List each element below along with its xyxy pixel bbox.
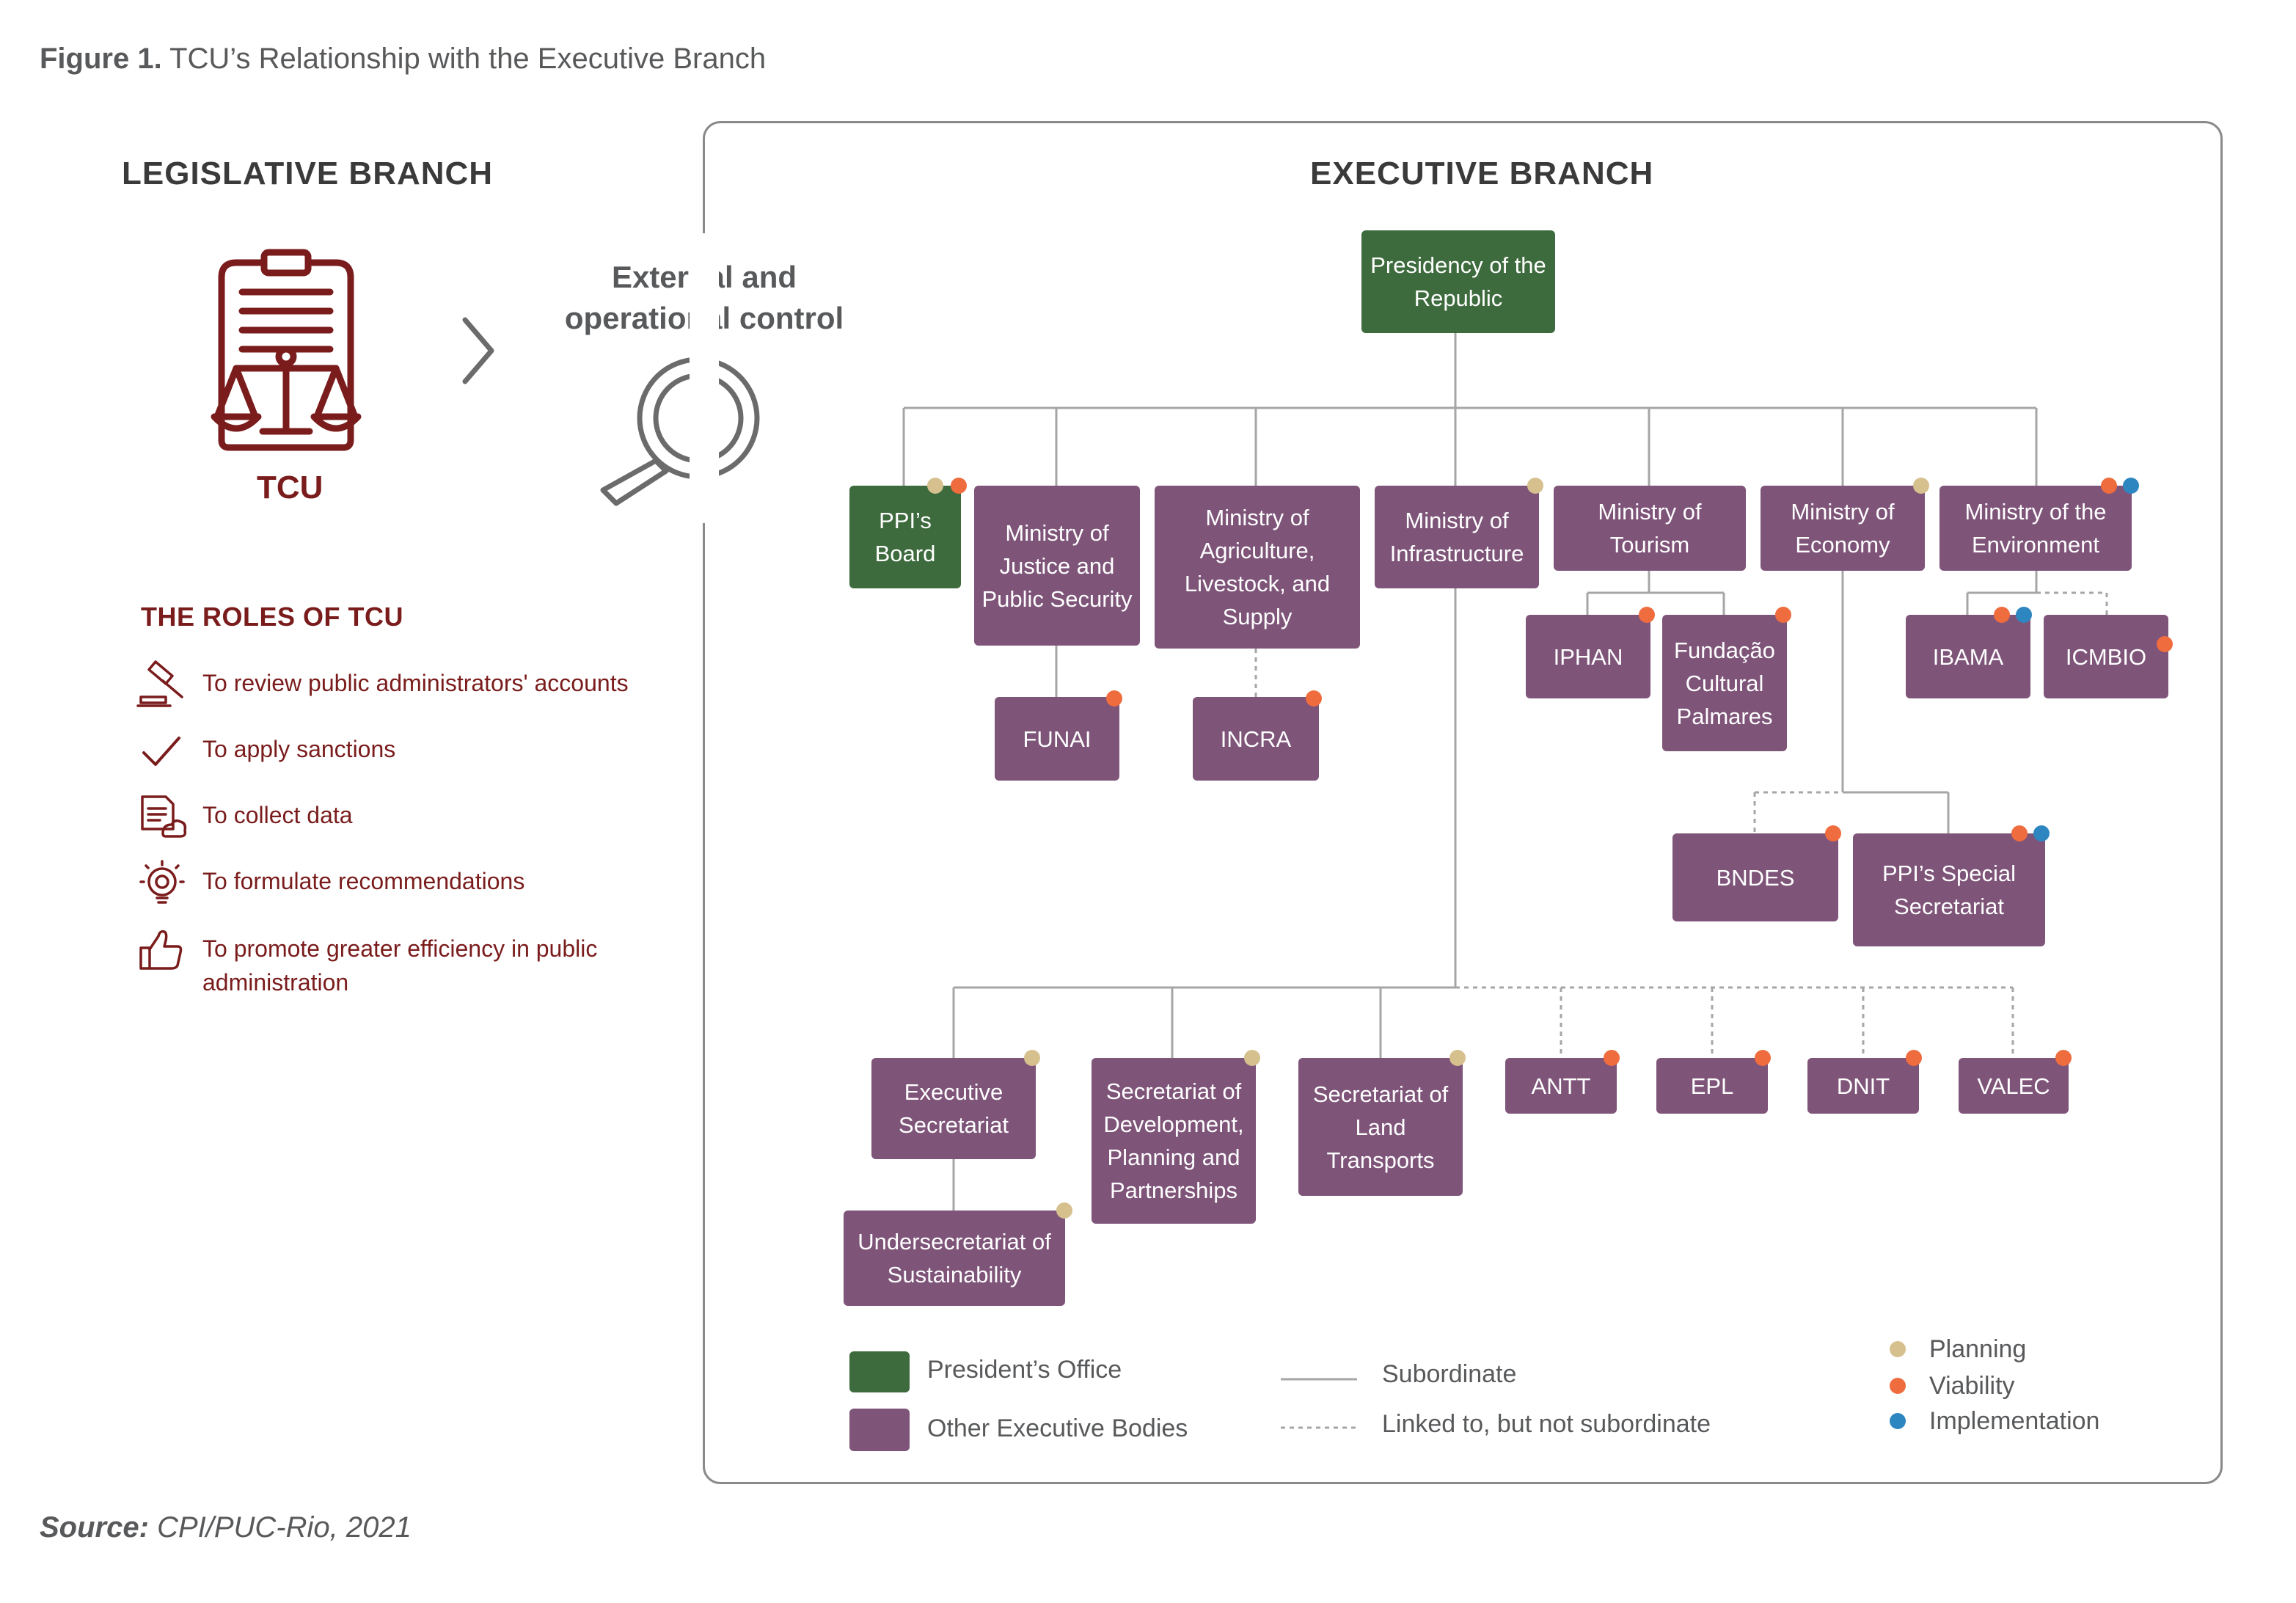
legend-planning: Planning bbox=[1929, 1335, 2027, 1363]
legend-subordinate: Subordinate bbox=[1382, 1360, 1517, 1388]
role-apply-sanctions: To apply sanctions bbox=[202, 736, 396, 762]
planning-dot bbox=[1056, 1202, 1072, 1219]
figure-label: Figure 1. bbox=[40, 43, 162, 75]
node-ppi-board: PPI’s Board bbox=[849, 486, 961, 588]
legend-swatch-presidents-office bbox=[849, 1351, 910, 1392]
implementation-dot bbox=[2033, 825, 2050, 841]
node-secretariat-land-transports: Secretariat of Land Transports bbox=[1298, 1058, 1463, 1196]
figure-title: Figure 1. TCU’s Relationship with the Ex… bbox=[40, 43, 766, 76]
node-dnit: DNIT bbox=[1807, 1058, 1919, 1114]
planning-dot bbox=[927, 478, 943, 494]
viability-dot bbox=[1755, 1050, 1771, 1066]
node-bndes: BNDES bbox=[1672, 833, 1838, 921]
roles-title: THE ROLES OF TCU bbox=[141, 602, 403, 632]
viability-dot bbox=[2011, 825, 2028, 841]
executive-branch-frame bbox=[703, 121, 2223, 1484]
source-label: Source: bbox=[40, 1511, 149, 1544]
data-document-icon bbox=[141, 795, 187, 838]
viability-dot bbox=[1639, 607, 1655, 623]
viability-dot bbox=[1994, 607, 2010, 623]
role-collect-data: To collect data bbox=[202, 802, 353, 828]
source-note: Source: CPI/PUC-Rio, 2021 bbox=[40, 1511, 412, 1544]
viability-dot bbox=[1825, 825, 1841, 841]
node-ministry-economy: Ministry of Economy bbox=[1761, 486, 1925, 571]
legend-viability-dot bbox=[1890, 1378, 1906, 1394]
role-formulate-recommendations: To formulate recommendations bbox=[202, 868, 525, 894]
node-undersecretariat-sustainability: Undersecretariat of Sustainability bbox=[844, 1211, 1065, 1306]
node-ibama: IBAMA bbox=[1906, 615, 2030, 698]
role-review-accounts: To review public administrators' account… bbox=[202, 670, 629, 696]
viability-dot bbox=[2157, 636, 2173, 652]
node-ppi-special-secretariat: PPI’s Special Secretariat bbox=[1853, 833, 2045, 946]
legislative-branch-heading: LEGISLATIVE BRANCH bbox=[122, 156, 494, 191]
legend-swatch-other-bodies bbox=[849, 1409, 910, 1451]
legend-linked: Linked to, but not subordinate bbox=[1382, 1410, 1711, 1438]
viability-dot bbox=[1106, 690, 1122, 706]
node-incra: INCRA bbox=[1193, 697, 1319, 781]
implementation-dot bbox=[2123, 478, 2139, 494]
viability-dot bbox=[1604, 1050, 1620, 1066]
lightbulb-icon bbox=[139, 860, 185, 904]
source-text: CPI/PUC-Rio, 2021 bbox=[157, 1511, 412, 1544]
node-epl: EPL bbox=[1656, 1058, 1768, 1114]
tcu-label: TCU bbox=[257, 470, 323, 505]
checkmark-icon bbox=[142, 737, 180, 766]
node-ministry-tourism: Ministry of Tourism bbox=[1554, 486, 1746, 571]
chevron-right-icon bbox=[462, 317, 494, 384]
node-ministry-justice: Ministry of Justice and Public Security bbox=[974, 486, 1140, 646]
viability-dot bbox=[2055, 1050, 2072, 1066]
node-ministry-infrastructure: Ministry of Infrastructure bbox=[1375, 486, 1539, 588]
node-valec: VALEC bbox=[1959, 1058, 2069, 1114]
role-promote-efficiency: To promote greater efficiency in public … bbox=[202, 935, 598, 996]
legend-presidents-office: President’s Office bbox=[927, 1356, 1122, 1384]
planning-dot bbox=[1244, 1050, 1260, 1066]
planning-dot bbox=[1913, 478, 1929, 494]
node-ministry-environment: Ministry of the Environment bbox=[1939, 486, 2132, 571]
planning-dot bbox=[1527, 478, 1543, 494]
legend-implementation: Implementation bbox=[1929, 1407, 2100, 1435]
tcu-courthouse-icon bbox=[211, 249, 362, 451]
node-presidency: Presidency of the Republic bbox=[1361, 230, 1555, 333]
viability-dot bbox=[1906, 1050, 1922, 1066]
executive-branch-heading: EXECUTIVE BRANCH bbox=[1310, 156, 1654, 191]
frame-opening bbox=[690, 233, 719, 523]
legend-line-samples bbox=[1281, 1378, 1357, 1429]
node-executive-secretariat: Executive Secretariat bbox=[871, 1058, 1036, 1159]
node-icmbio: ICMBIO bbox=[2044, 615, 2168, 698]
node-funai: FUNAI bbox=[995, 697, 1119, 781]
node-antt: ANTT bbox=[1505, 1058, 1617, 1114]
node-secretariat-development: Secretariat of Development, Planning and… bbox=[1092, 1058, 1256, 1224]
figure-title-text: TCU’s Relationship with the Executive Br… bbox=[169, 43, 767, 75]
legend-implementation-dot bbox=[1890, 1413, 1906, 1429]
legend-planning-dot bbox=[1890, 1341, 1906, 1357]
legend-viability: Viability bbox=[1929, 1372, 2015, 1400]
planning-dot bbox=[1449, 1050, 1466, 1066]
planning-dot bbox=[1024, 1050, 1040, 1066]
viability-dot bbox=[1306, 690, 1322, 706]
thumbs-up-icon bbox=[139, 930, 183, 970]
node-palmares: Fundação Cultural Palmares bbox=[1662, 615, 1787, 751]
node-ministry-agriculture: Ministry of Agriculture, Livestock, and … bbox=[1155, 486, 1360, 649]
viability-dot bbox=[2101, 478, 2117, 494]
gavel-icon bbox=[136, 660, 183, 707]
implementation-dot bbox=[2016, 607, 2032, 623]
legend-other-bodies: Other Executive Bodies bbox=[927, 1414, 1188, 1442]
viability-dot bbox=[1775, 607, 1791, 623]
viability-dot bbox=[951, 478, 967, 494]
node-iphan: IPHAN bbox=[1526, 615, 1650, 698]
